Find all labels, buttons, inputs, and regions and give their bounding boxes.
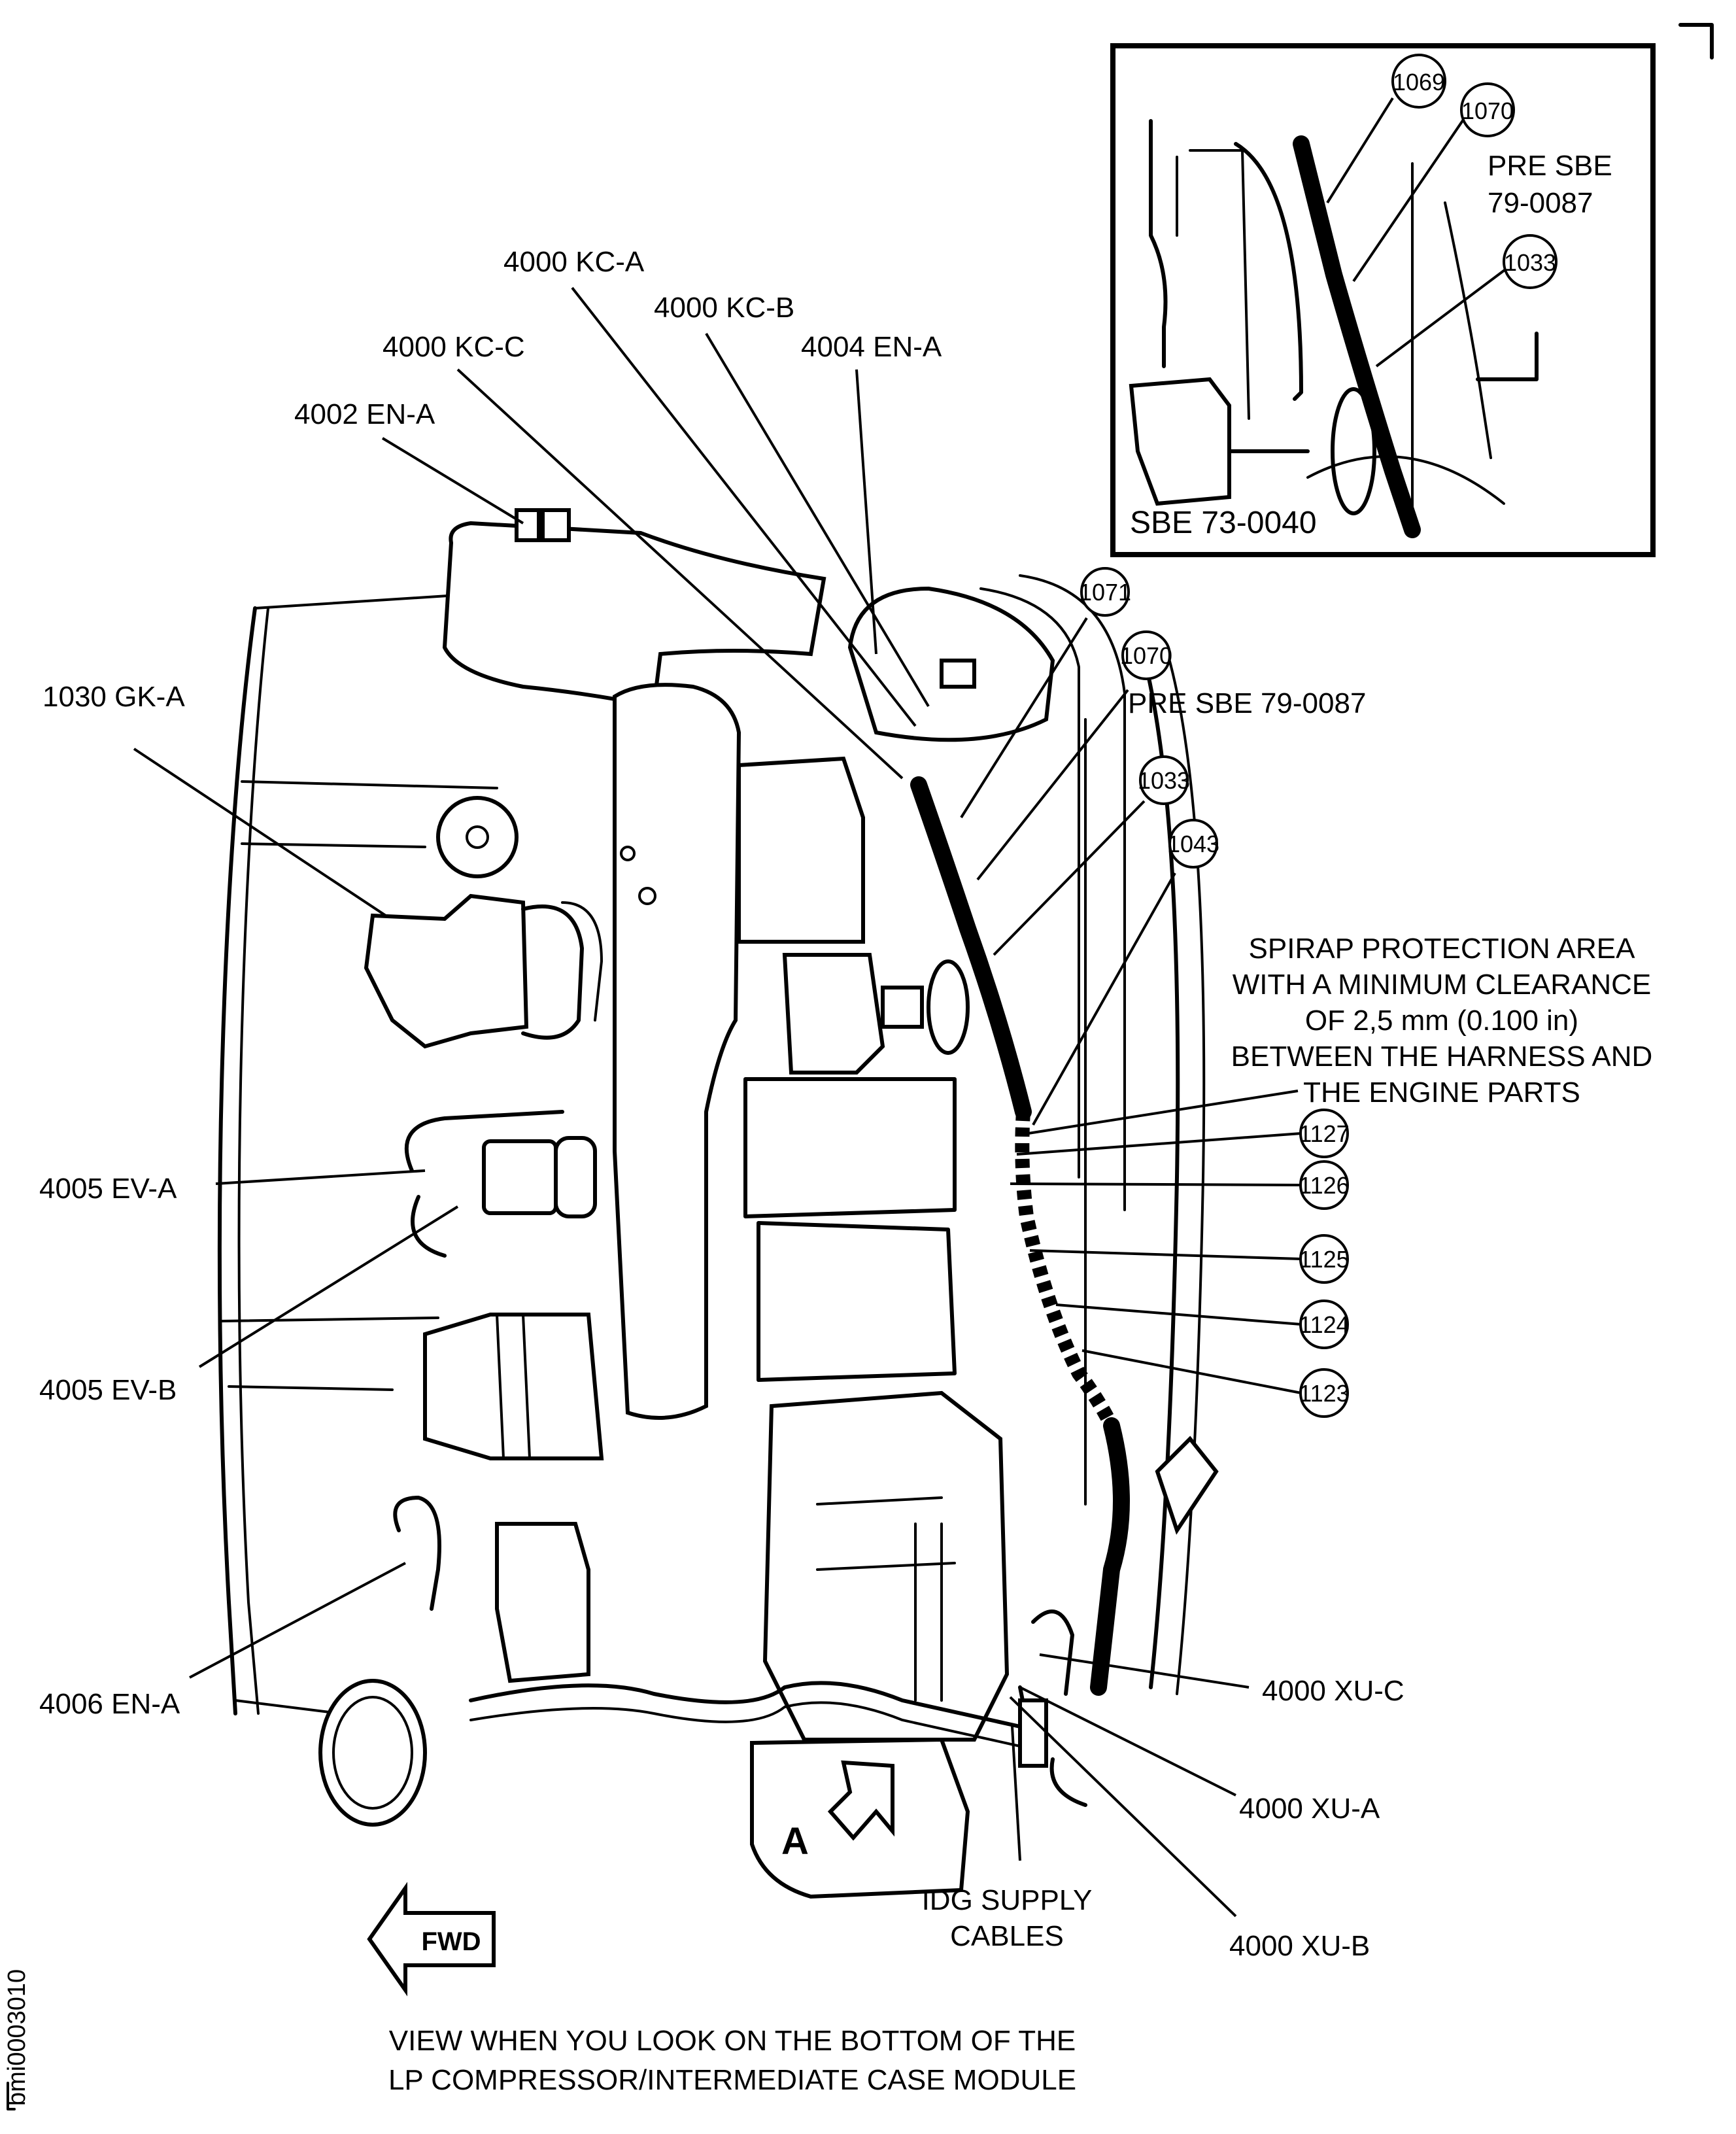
callout-1071: 1071 xyxy=(960,567,1131,819)
label-4000-xu-a: 4000 XU-A xyxy=(1019,1686,1380,1825)
callout-1125: 1125 xyxy=(1029,1234,1350,1284)
label-4000-xu-b: 4000 XU-B xyxy=(1009,1696,1370,1962)
label-4000-xu-c: 4000 XU-C xyxy=(1039,1653,1404,1707)
svg-text:4000 KC-A: 4000 KC-A xyxy=(503,246,645,278)
svg-text:VIEW WHEN YOU LOOK ON THE BOTT: VIEW WHEN YOU LOOK ON THE BOTTOM OF THE xyxy=(389,2025,1076,2057)
svg-text:1124: 1124 xyxy=(1299,1311,1349,1338)
crop-mark-top-right xyxy=(1678,23,1714,60)
inset-callout-1033: 1033 xyxy=(1375,234,1557,368)
svg-text:4000 XU-A: 4000 XU-A xyxy=(1239,1793,1380,1825)
callout-1127: 1127 xyxy=(1016,1109,1350,1158)
inset-harness xyxy=(1293,135,1421,538)
filter-can xyxy=(423,1313,604,1460)
inset-callout-1069: 1069 xyxy=(1326,54,1446,204)
svg-text:OF 2,5 mm (0.100 in): OF 2,5 mm (0.100 in) xyxy=(1305,1005,1578,1037)
svg-text:4002 EN-A: 4002 EN-A xyxy=(294,398,435,430)
upper-housing xyxy=(442,521,826,709)
inset-pipe-left xyxy=(1149,119,1168,368)
fan-case-edge-outer xyxy=(217,606,257,1715)
callout-1070-note: PRE SBE 79-0087 xyxy=(1128,687,1366,719)
svg-text:THE ENGINE PARTS: THE ENGINE PARTS xyxy=(1303,1076,1580,1109)
inset-callout-1070: 1070 PRE SBE 79-0087 xyxy=(1352,82,1612,283)
fan-case-edge-inner xyxy=(237,607,269,1715)
callout-1123: 1123 xyxy=(1081,1349,1350,1418)
engine-line-art: A xyxy=(217,508,1219,1899)
case-right-edge xyxy=(1136,632,1180,1689)
harness-lower xyxy=(1090,1417,1130,1696)
svg-text:1033: 1033 xyxy=(1504,249,1556,276)
label-4004-en-a: 4004 EN-A xyxy=(801,331,942,655)
svg-text:4004 EN-A: 4004 EN-A xyxy=(801,331,942,363)
svg-text:1043: 1043 xyxy=(1167,831,1219,857)
svg-text:FWD: FWD xyxy=(421,1927,481,1956)
valve-block xyxy=(482,1139,558,1215)
label-4006-en-a: 4006 EN-A xyxy=(39,1562,406,1720)
inset-panel: 1069 1070 PRE SBE 79-0087 1033 SBE 73-00… xyxy=(1110,43,1656,557)
svg-text:1070: 1070 xyxy=(1461,97,1514,124)
view-a-letter: A xyxy=(781,1820,809,1863)
svg-text:1125: 1125 xyxy=(1299,1246,1349,1273)
label-idg-supply-cables: IDG SUPPLY CABLES xyxy=(922,1726,1093,1952)
svg-text:SPIRAP PROTECTION AREA: SPIRAP PROTECTION AREA xyxy=(1249,933,1636,965)
svg-text:4000 KC-C: 4000 KC-C xyxy=(383,331,525,363)
svg-text:1030 GK-A: 1030 GK-A xyxy=(43,681,185,713)
svg-text:4000 XU-B: 4000 XU-B xyxy=(1229,1930,1370,1962)
lower-duct-opening xyxy=(318,1679,427,1827)
svg-text:4006 EN-A: 4006 EN-A xyxy=(39,1688,180,1720)
svg-text:1071: 1071 xyxy=(1079,579,1131,606)
view-a-arrow-icon xyxy=(827,1760,894,1841)
svg-text:IDG SUPPLY: IDG SUPPLY xyxy=(922,1884,1093,1916)
callout-1033: 1033 xyxy=(993,755,1190,956)
svg-text:1126: 1126 xyxy=(1299,1172,1349,1199)
inset-title: SBE 73-0040 xyxy=(1130,506,1317,540)
svg-text:1070: 1070 xyxy=(1120,642,1172,669)
label-4002-en-a: 4002 EN-A xyxy=(294,398,524,525)
disc-flange xyxy=(927,959,970,1055)
svg-text:79-0087: 79-0087 xyxy=(1488,187,1593,219)
callout-1126: 1126 xyxy=(1010,1160,1350,1210)
spirap-protection-note: SPIRAP PROTECTION AREA WITH A MINIMUM CL… xyxy=(1019,933,1653,1136)
figure-id: bmi0003010 xyxy=(3,1969,31,2110)
fwd-arrow: FWD xyxy=(367,1882,496,1997)
svg-text:1127: 1127 xyxy=(1299,1120,1349,1147)
svg-text:WITH A MINIMUM CLEARANCE: WITH A MINIMUM CLEARANCE xyxy=(1233,969,1652,1001)
svg-text:1033: 1033 xyxy=(1138,767,1190,794)
callout-1043: 1043 xyxy=(1032,819,1219,1126)
fwd-arrow-icon xyxy=(367,1882,496,1997)
svg-text:1069: 1069 xyxy=(1393,69,1445,95)
svg-text:4005 EV-B: 4005 EV-B xyxy=(39,1374,177,1406)
callout-1070: 1070 PRE SBE 79-0087 xyxy=(976,630,1366,881)
label-4005-ev-b: 4005 EV-B xyxy=(39,1205,459,1406)
label-4000-kc-c: 4000 KC-C xyxy=(383,331,904,780)
harness-spirap xyxy=(1015,1111,1118,1429)
svg-text:4005 EV-A: 4005 EV-A xyxy=(39,1173,177,1205)
label-4000-kc-b: 4000 KC-B xyxy=(654,292,930,708)
callout-1124: 1124 xyxy=(1055,1299,1350,1349)
svg-text:1123: 1123 xyxy=(1299,1380,1349,1407)
accessory-gk xyxy=(364,893,529,1049)
svg-text:bmi0003010: bmi0003010 xyxy=(3,1969,31,2106)
label-4000-kc-a: 4000 KC-A xyxy=(503,246,917,727)
harness-solid xyxy=(910,776,1032,1120)
label-1030-gk-a: 1030 GK-A xyxy=(43,681,387,917)
svg-text:LP COMPRESSOR/INTERMEDIATE CAS: LP COMPRESSOR/INTERMEDIATE CASE MODULE xyxy=(388,2064,1076,2096)
svg-text:4000 KC-B: 4000 KC-B xyxy=(654,292,794,324)
svg-text:BETWEEN THE HARNESS AND: BETWEEN THE HARNESS AND xyxy=(1231,1041,1653,1073)
svg-text:PRE SBE: PRE SBE xyxy=(1488,150,1612,182)
svg-text:CABLES: CABLES xyxy=(950,1920,1064,1952)
lower-pipe xyxy=(469,1681,1022,1729)
label-4005-ev-a: 4005 EV-A xyxy=(39,1169,426,1205)
svg-text:4000 XU-C: 4000 XU-C xyxy=(1262,1675,1404,1707)
central-duct xyxy=(613,683,741,1420)
figure-caption: VIEW WHEN YOU LOOK ON THE BOTTOM OF THE … xyxy=(388,2025,1076,2096)
inset-disc-flange xyxy=(1331,387,1376,515)
